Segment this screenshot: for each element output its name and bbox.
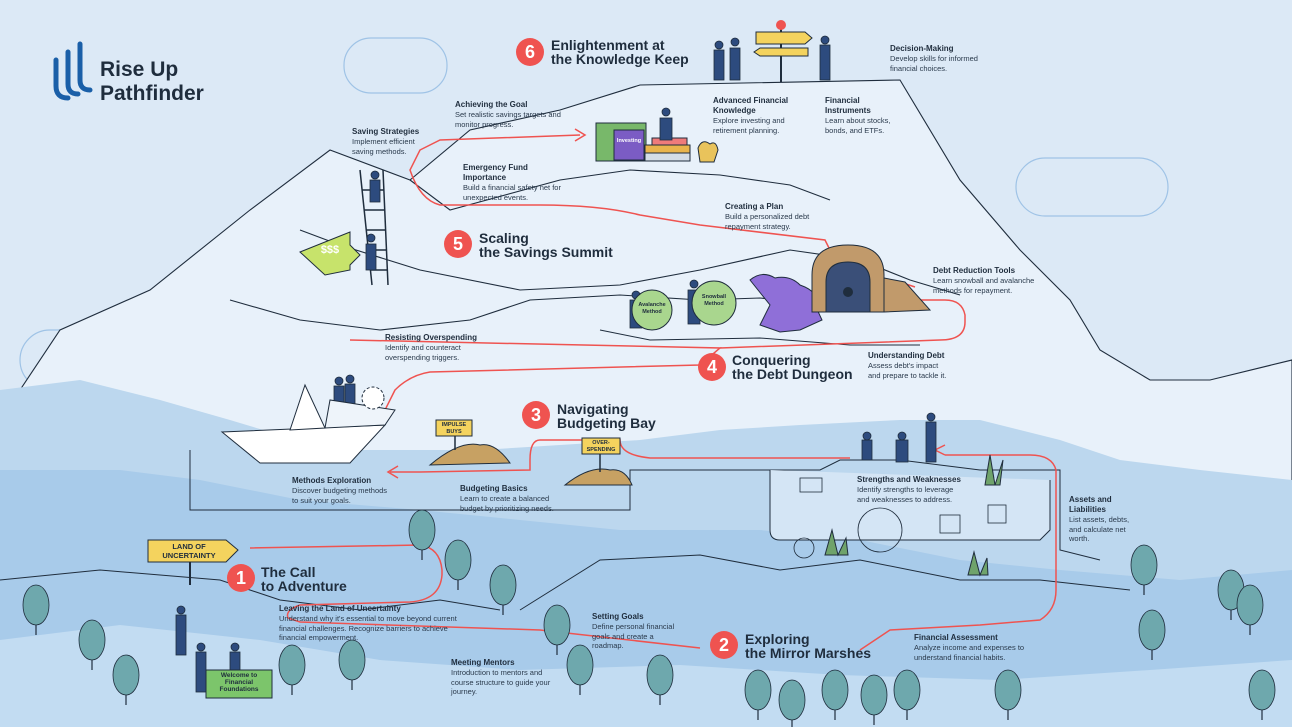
brand-line-1: Rise Up <box>100 58 179 81</box>
stage-3-number: 3 <box>522 401 550 429</box>
investing-book-label: Investing <box>616 138 642 144</box>
ship-wheel-icon <box>361 386 385 410</box>
paper-boat-icon <box>220 383 396 464</box>
stage-2-number: 2 <box>710 631 738 659</box>
boulder-icon <box>631 280 737 331</box>
dollars-sign: $$$ <box>320 244 340 256</box>
envelope-icon <box>799 477 823 493</box>
grass-icon <box>824 454 1004 577</box>
brand-logo-icon <box>53 41 93 101</box>
avalanche-method-label: Avalanche Method <box>638 302 666 315</box>
impulse-buys-sign: IMPULSE BUYS <box>441 422 467 435</box>
stage-1-number: 1 <box>227 564 255 592</box>
stage-5-number: 5 <box>444 230 472 258</box>
keyhole-icon <box>843 287 853 297</box>
tree-icon <box>22 509 1276 727</box>
dungeon-gate-icon <box>811 244 932 313</box>
owl-icon <box>697 141 719 163</box>
brand-line-2: Pathfinder <box>100 82 204 105</box>
stage-6-number: 6 <box>516 38 544 66</box>
mentor-figures <box>175 35 937 693</box>
pie-chart-icon <box>857 507 903 553</box>
coin-icon <box>793 537 815 559</box>
land-of-uncertainty-sign: LAND OF UNCERTAINTY <box>162 542 216 560</box>
stage-4-number: 4 <box>698 353 726 381</box>
overspending-sign: OVER-SPENDING <box>586 440 616 453</box>
snowball-method-label: Snowball Method <box>701 294 727 307</box>
welcome-sign: Welcome to Financial Foundations <box>219 672 259 693</box>
books-icon <box>595 122 691 162</box>
brand-name: Rise Up Pathfinder <box>100 58 204 106</box>
signpost-icon <box>753 20 813 82</box>
